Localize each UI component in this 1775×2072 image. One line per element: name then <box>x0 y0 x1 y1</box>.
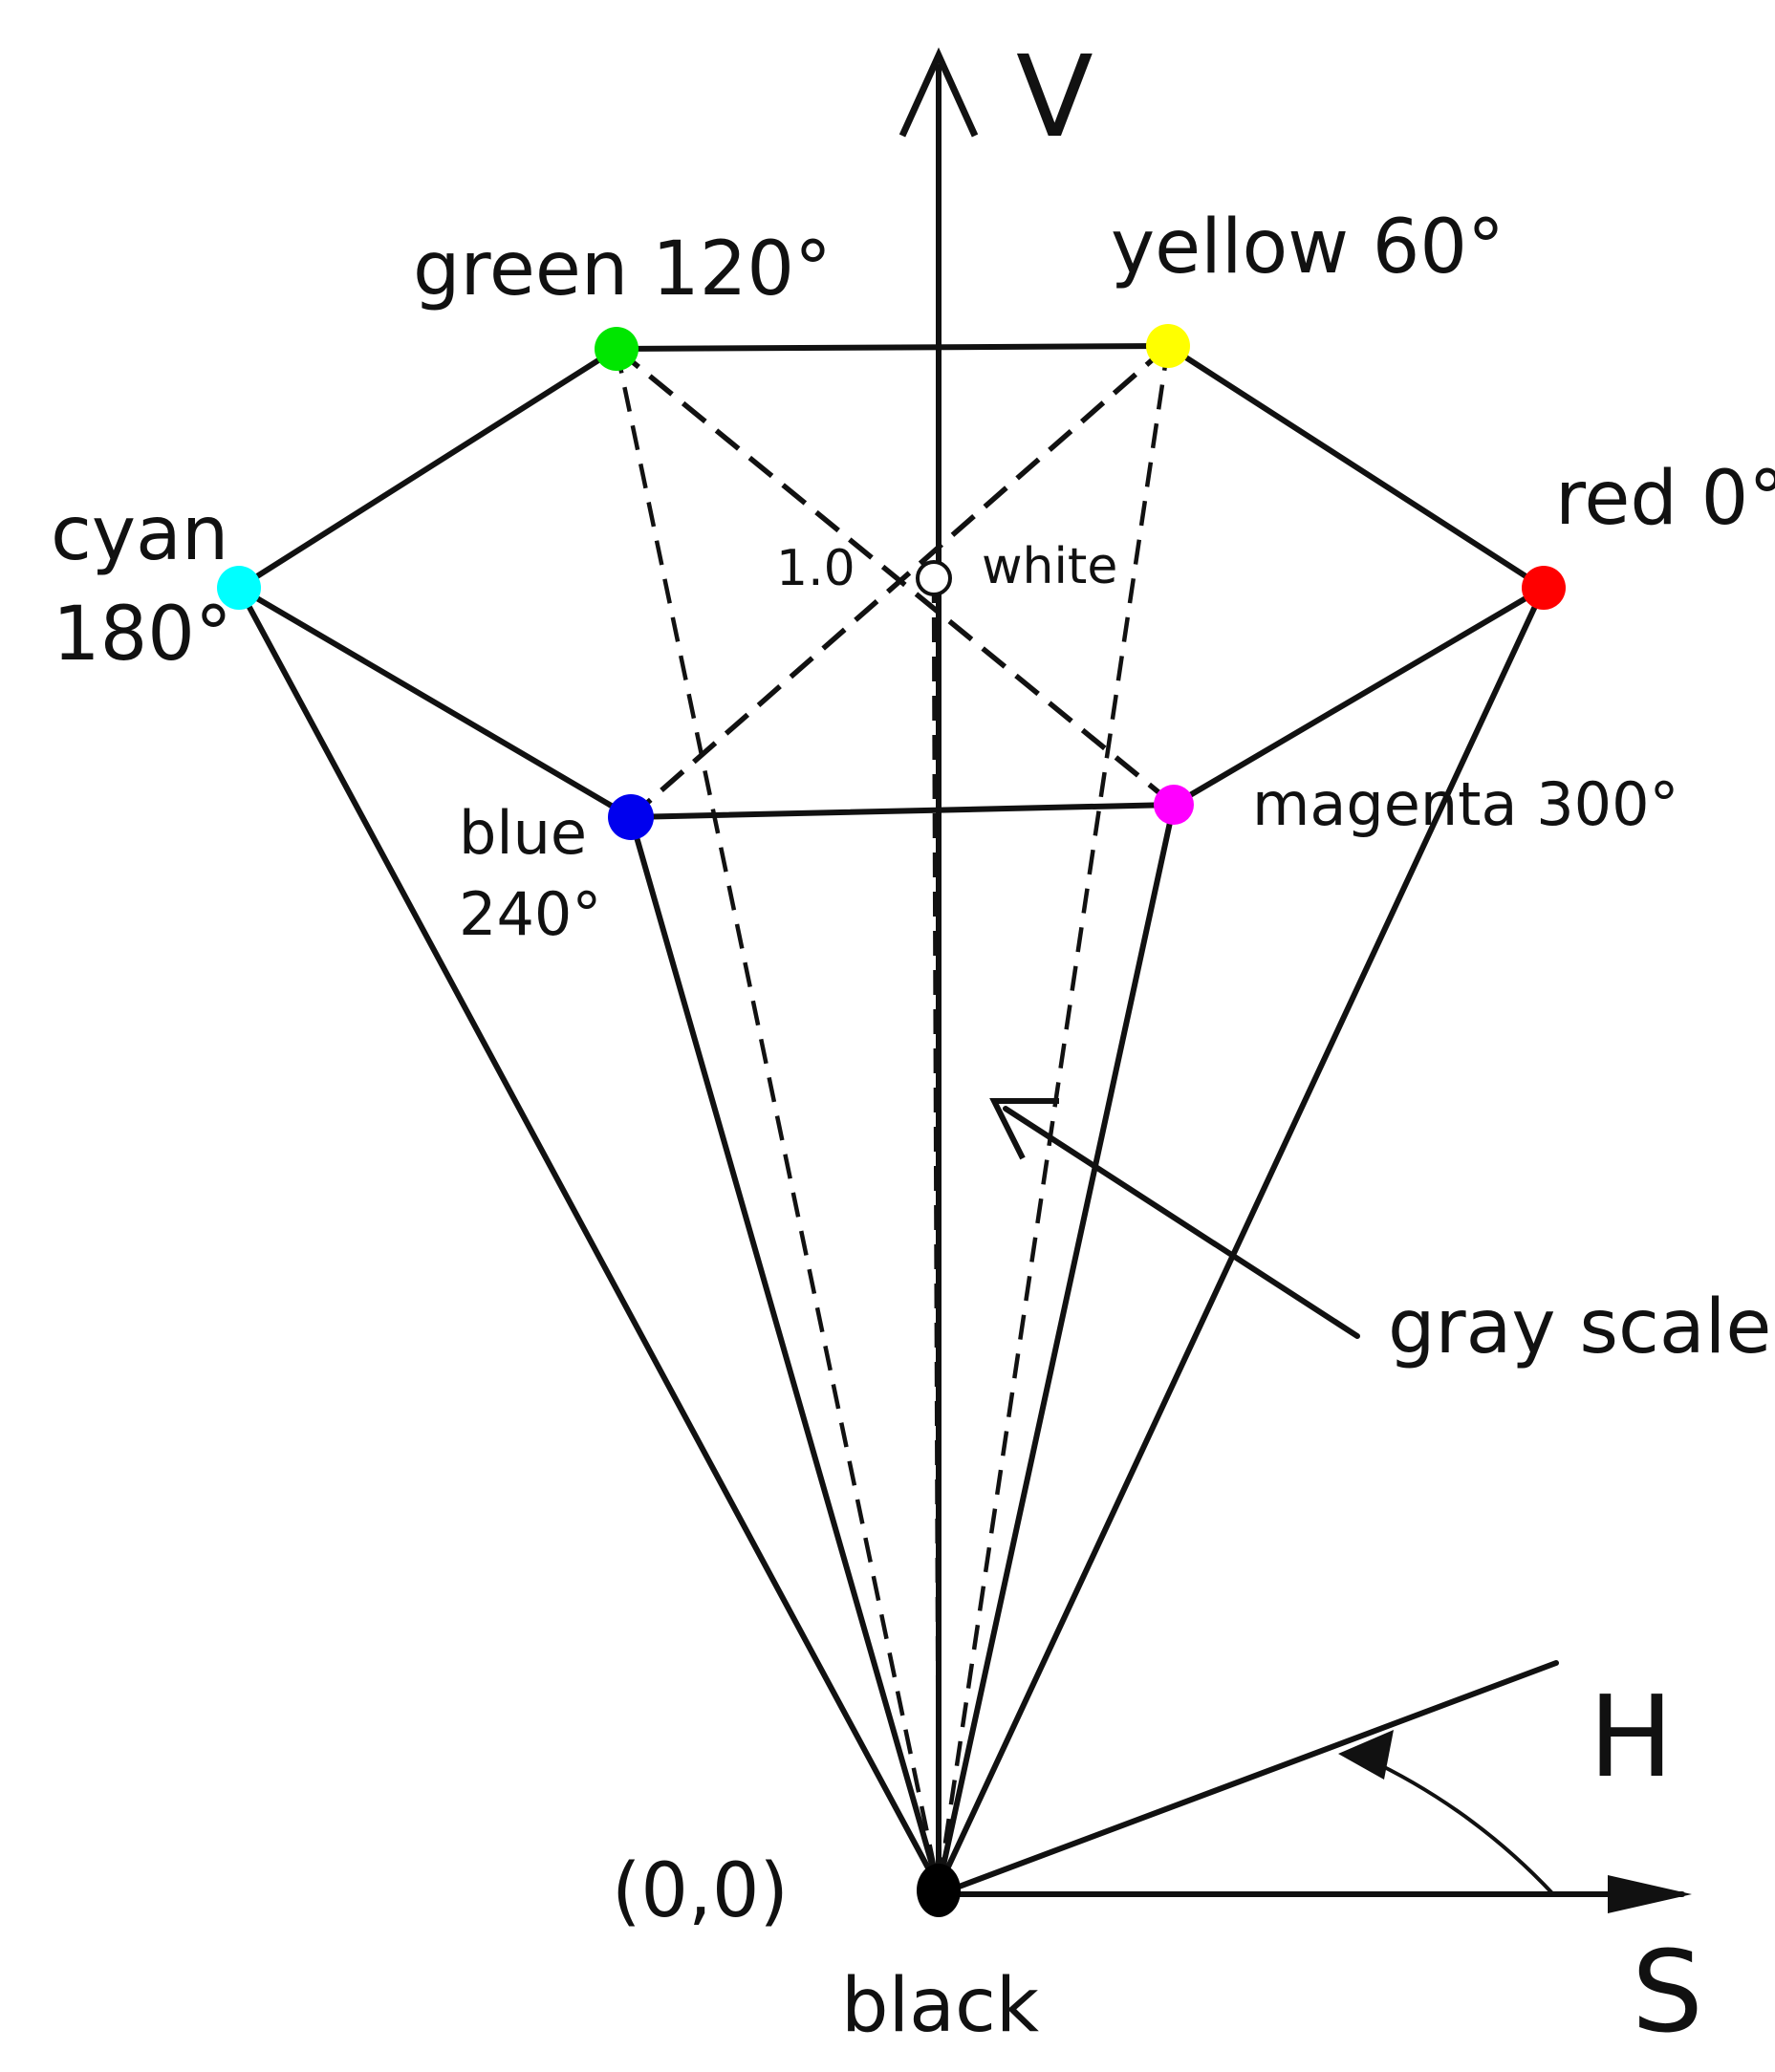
black-label: black <box>841 1963 1039 2049</box>
black-apex-dot <box>917 1864 961 1917</box>
cone-edges <box>236 585 1547 1890</box>
hidden-edges <box>614 345 1171 1889</box>
vertex-dots <box>217 324 1566 840</box>
green-dot <box>595 327 639 371</box>
origin-label: (0,0) <box>612 1848 789 1934</box>
yellow-label: yellow 60° <box>1111 205 1504 291</box>
hexagon-diagonals <box>615 343 1176 820</box>
blue-label-line2: 240° <box>459 879 601 949</box>
h-angle-arc <box>1366 1757 1555 1896</box>
green-label: green 120° <box>413 227 832 313</box>
h-axis-label: H <box>1589 1671 1674 1802</box>
v-axis-arrowhead <box>898 47 979 138</box>
cyan-dot <box>217 566 261 610</box>
gray-scale-pointer-arrowhead <box>989 1098 1059 1160</box>
s-axis-arrowhead <box>1608 1875 1692 1913</box>
h-ray <box>936 1660 1559 1897</box>
cyan-label-line2: 180° <box>53 592 232 678</box>
red-label: red 0° <box>1555 456 1775 542</box>
white-label: white <box>982 538 1117 595</box>
red-dot <box>1522 566 1566 610</box>
h-arc-arrowhead <box>1338 1730 1394 1780</box>
center-value-label: 1.0 <box>776 540 855 597</box>
blue-dot <box>608 794 654 840</box>
cyan-label-line1: cyan <box>51 491 228 577</box>
magenta-dot <box>1154 785 1194 825</box>
gray-scale-pointer <box>1003 1106 1360 1339</box>
yellow-dot <box>1146 324 1190 368</box>
gray-scale-axis <box>931 577 942 1889</box>
magenta-label: magenta 300° <box>1252 769 1679 839</box>
white-point <box>916 560 952 596</box>
gray-scale-label: gray scale <box>1388 1284 1771 1371</box>
v-axis-label: V <box>1016 31 1093 162</box>
blue-label-line1: blue <box>459 798 587 868</box>
s-axis-label: S <box>1632 1926 1703 2058</box>
hexagon-edges <box>236 343 1547 820</box>
